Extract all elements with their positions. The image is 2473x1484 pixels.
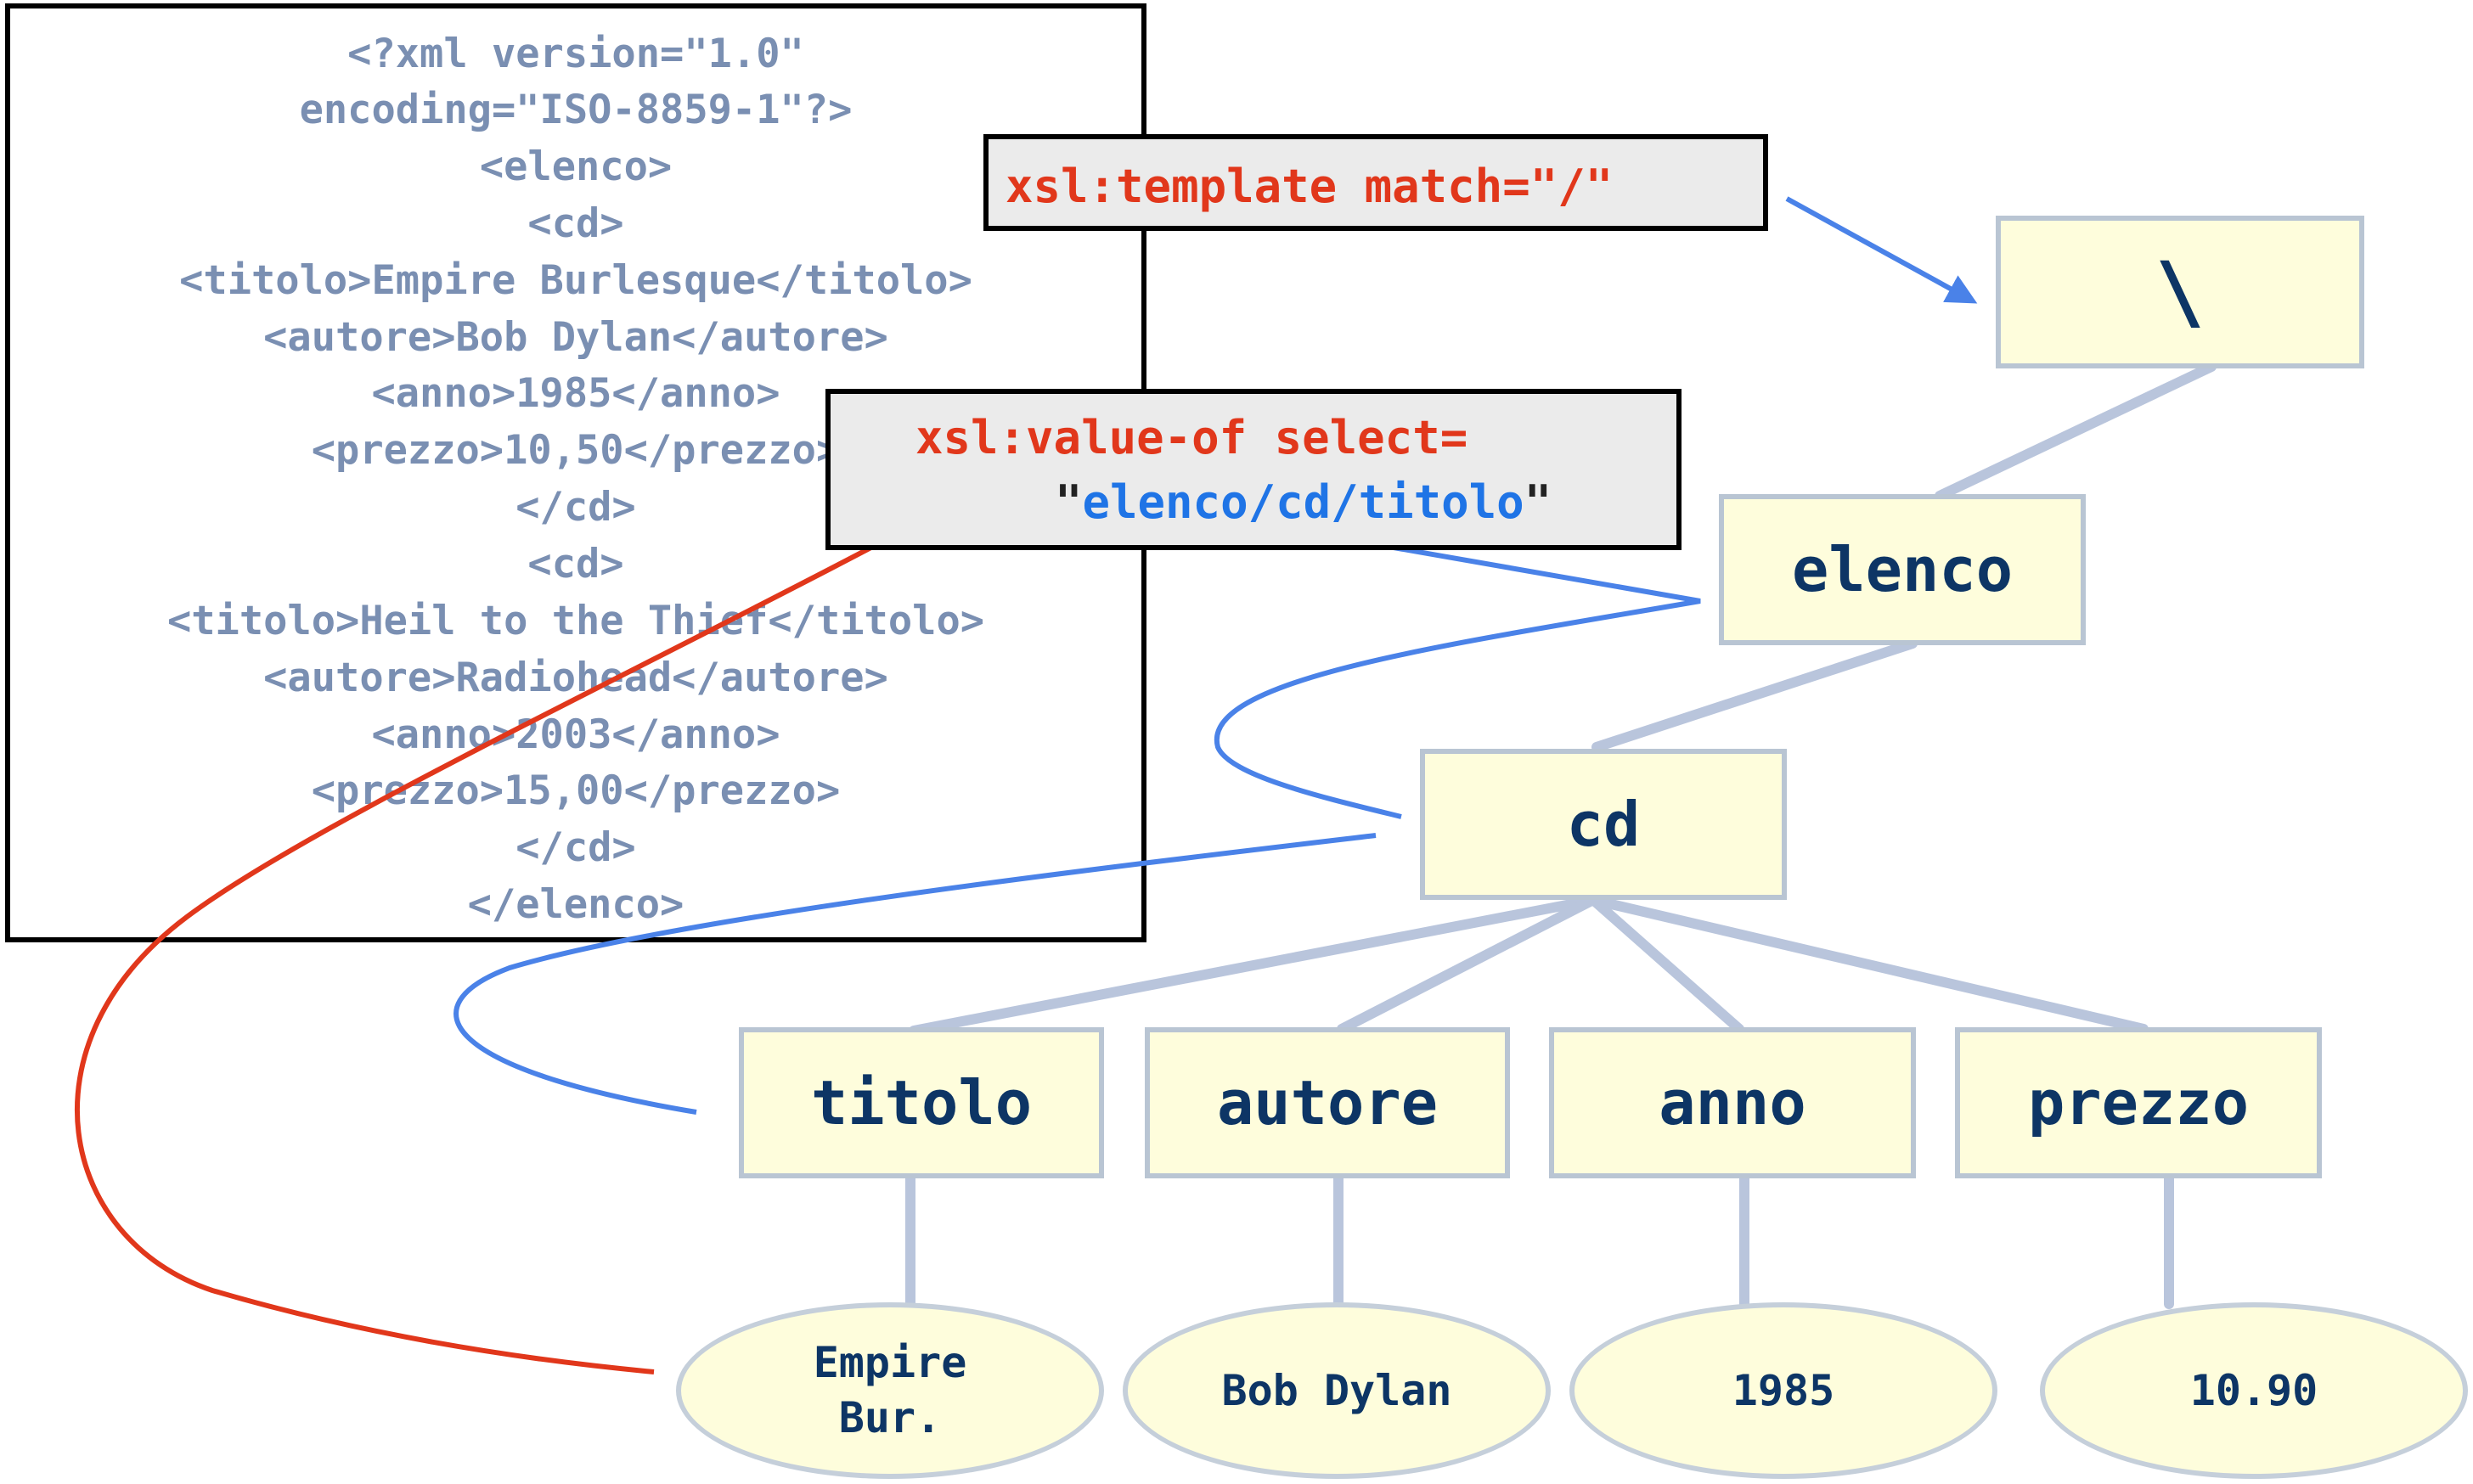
tree-node-anno: anno xyxy=(1549,1027,1916,1178)
xpath-curve-cd-titolo xyxy=(453,833,1377,1115)
xml-line: <elenco> xyxy=(479,143,673,190)
edge-root-elenco xyxy=(1935,362,2217,501)
xml-line: <anno>1985</anno> xyxy=(371,370,780,417)
tree-node-cd: cd xyxy=(1420,749,1787,900)
tree-node-elenco: elenco xyxy=(1719,494,2086,645)
xml-line: <autore>Bob Dylan</autore> xyxy=(263,314,888,361)
xml-line: <?xml version="1.0" xyxy=(347,31,804,77)
leaf-value-anno: 1985 xyxy=(1569,1302,1997,1479)
xml-line: <cd> xyxy=(527,541,624,587)
tree-node-root: \ xyxy=(1996,216,2364,368)
leaf-value-prezzo: 10.90 xyxy=(2040,1302,2468,1479)
template-arrow xyxy=(1785,196,1978,304)
tree-node-prezzo: prezzo xyxy=(1955,1027,2322,1178)
edge-elenco-cd xyxy=(1591,638,1918,752)
edge-cd-prezzo xyxy=(1588,895,2149,1034)
xsl-template-callout: xsl:template match="/" xyxy=(983,134,1768,231)
quote-open: " xyxy=(1055,475,1083,529)
xpath-text: elenco/cd/titolo xyxy=(1082,475,1524,529)
tree-node-titolo: titolo xyxy=(739,1027,1104,1178)
xml-line: </cd> xyxy=(515,824,636,871)
xml-line: <autore>Radiohead</autore> xyxy=(263,655,888,701)
edge-cd-anno xyxy=(1588,895,1744,1034)
leaf-value-titolo: Empire Bur. xyxy=(676,1302,1104,1479)
xml-line: <anno>2003</anno> xyxy=(371,711,780,758)
leaf-value-autore: Bob Dylan xyxy=(1123,1302,1551,1479)
xsl-value-of-path: "elenco/cd/titolo" xyxy=(1055,475,1552,529)
xml-line: <titolo>Heil to the Thief</titolo> xyxy=(166,598,985,644)
xml-line: <prezzo>10,50</prezzo> xyxy=(311,427,841,474)
xml-line: <cd> xyxy=(527,200,624,247)
quote-close: " xyxy=(1524,475,1552,529)
xml-line: encoding="ISO-8859-1"?> xyxy=(299,87,853,133)
edge-cd-titolo xyxy=(909,895,1598,1036)
edge-cd-autore xyxy=(1337,895,1598,1034)
value-of-curve xyxy=(75,468,1017,1374)
xpath-curve-elenco-cd xyxy=(1214,536,1701,819)
xml-line: </cd> xyxy=(515,484,636,531)
tree-node-autore: autore xyxy=(1145,1027,1510,1178)
xml-line: <titolo>Empire Burlesque</titolo> xyxy=(179,257,972,304)
xsl-value-of-callout: xsl:value-of select= "elenco/cd/titolo" xyxy=(825,389,1682,550)
xsl-value-of-label: xsl:value-of select= xyxy=(915,411,1468,464)
xml-line: </elenco> xyxy=(467,881,684,928)
xsl-template-label: xsl:template match="/" xyxy=(1006,160,1614,213)
